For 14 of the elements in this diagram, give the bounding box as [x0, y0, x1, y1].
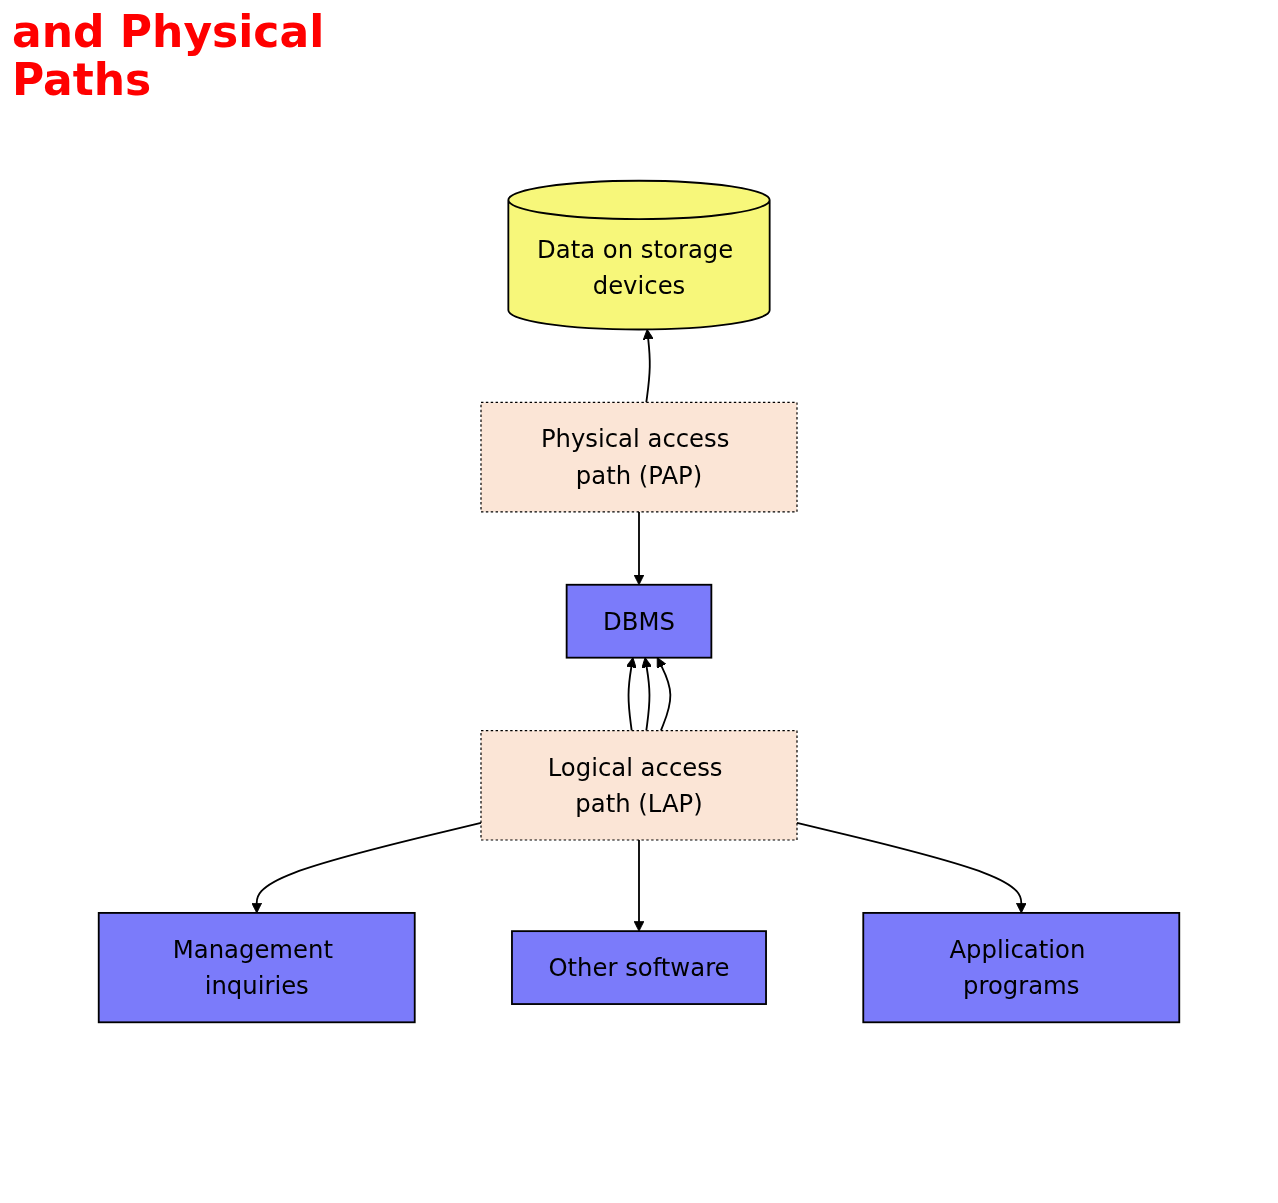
node-box: Logical access path (LAP)	[480, 729, 798, 841]
arrow	[641, 657, 652, 732]
arrow	[633, 510, 645, 586]
node-box: Physical access path (PAP)	[480, 401, 798, 513]
arrow	[656, 657, 672, 732]
title: and Physical Paths	[12, 8, 326, 105]
node-box: Management inquiries	[97, 912, 416, 1024]
node-box: Other software	[511, 930, 767, 1005]
node-box: DBMS	[565, 583, 713, 659]
arrow	[633, 839, 645, 932]
arrow	[642, 329, 654, 404]
arrow	[251, 822, 482, 914]
arrow	[626, 657, 637, 732]
node-box: Application programs	[862, 912, 1181, 1024]
